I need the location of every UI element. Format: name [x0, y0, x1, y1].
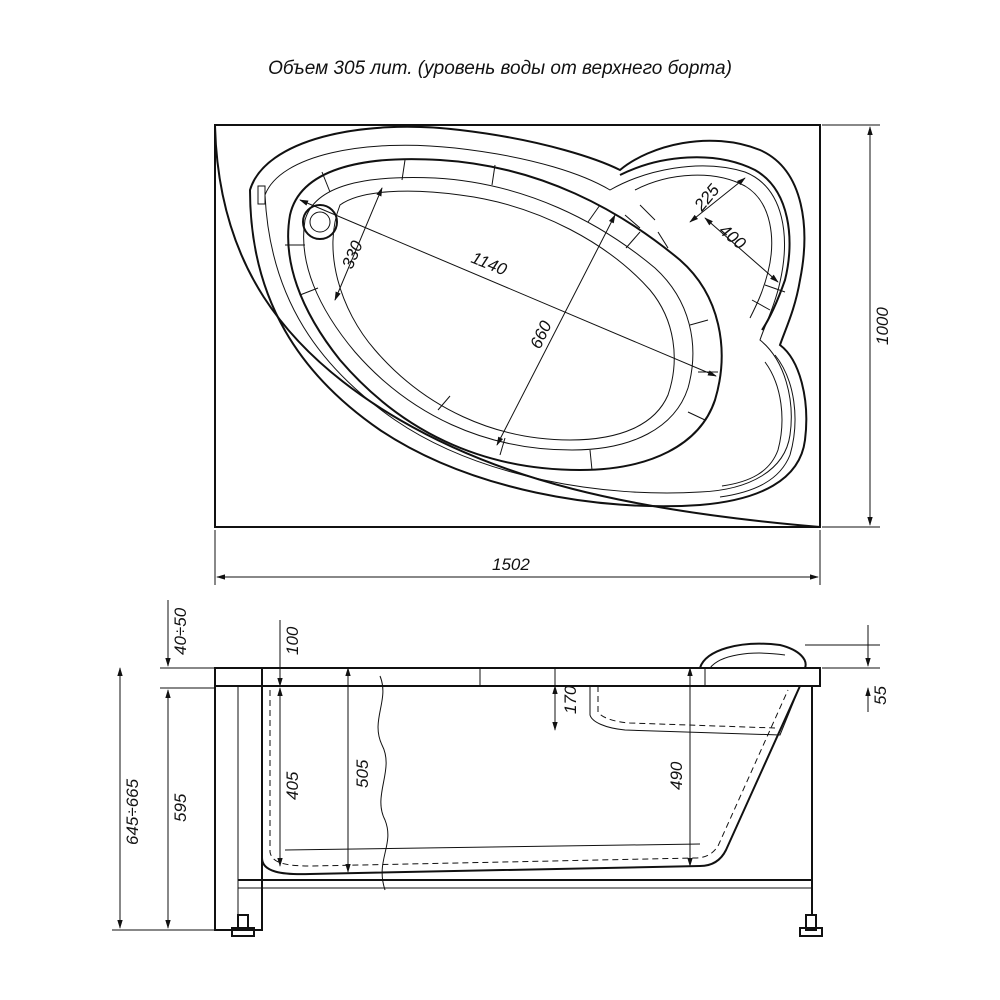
dim-line-seat-large — [704, 217, 779, 283]
dim-drain-offset: 330 — [338, 238, 367, 272]
dim-line-drain-offset — [334, 187, 383, 301]
dim-total-height: 645÷665 — [123, 778, 142, 845]
dim-line-seat-small — [689, 177, 746, 223]
tub-body-inner — [269, 689, 789, 867]
dim-seat-large: 400 — [715, 221, 749, 254]
top-view: 1502 1000 1140 660 330 225 400 — [214, 124, 892, 585]
dim-depth: 1000 — [873, 307, 892, 345]
dim-line-width-inner — [496, 214, 616, 446]
dim-width-inner: 660 — [526, 317, 555, 351]
tub-body — [261, 685, 801, 876]
dim-rim-inset: 100 — [283, 626, 302, 655]
tub-rim-contour — [248, 125, 808, 508]
rim-outer-contour — [214, 124, 821, 528]
seat-pocket — [589, 685, 801, 736]
dim-seat-small: 225 — [690, 180, 724, 215]
headrest-contour — [719, 354, 796, 498]
dim-width: 1502 — [492, 555, 530, 574]
top-view-outline — [214, 124, 821, 528]
side-view: 40÷50 100 55 170 645÷665 595 405 505 490 — [112, 600, 890, 937]
overflow-slot — [257, 185, 266, 205]
drain-outer — [302, 204, 338, 240]
diagram-title: Объем 305 лит. (уровень воды от верхнего… — [268, 58, 732, 79]
tub-inner-rim — [264, 144, 792, 494]
seat-contour — [619, 156, 791, 331]
dim-inner-depth: 405 — [283, 771, 302, 800]
rim-segment-marks — [285, 159, 718, 471]
dim-frame-gap: 40÷50 — [171, 607, 190, 655]
drain-inner — [309, 211, 331, 233]
support-feet — [231, 914, 823, 937]
bowl-floor — [303, 177, 694, 451]
dim-length-inner: 1140 — [469, 248, 511, 280]
bowl-contour — [287, 158, 723, 472]
dim-line-length-inner — [299, 199, 717, 377]
dim-seat-floor-depth: 490 — [667, 761, 686, 790]
tub-floor — [284, 843, 701, 851]
section-break-line — [377, 675, 389, 891]
dim-rim-thickness: 55 — [871, 686, 890, 705]
headrest-contour-inner — [721, 361, 783, 487]
seat-inner — [634, 174, 773, 319]
dim-tub-depth: 505 — [353, 759, 372, 788]
rim-slab — [214, 667, 821, 687]
dim-seat-depth: 170 — [561, 685, 580, 714]
side-headrest — [699, 642, 807, 669]
dim-frame-height: 595 — [171, 793, 190, 822]
